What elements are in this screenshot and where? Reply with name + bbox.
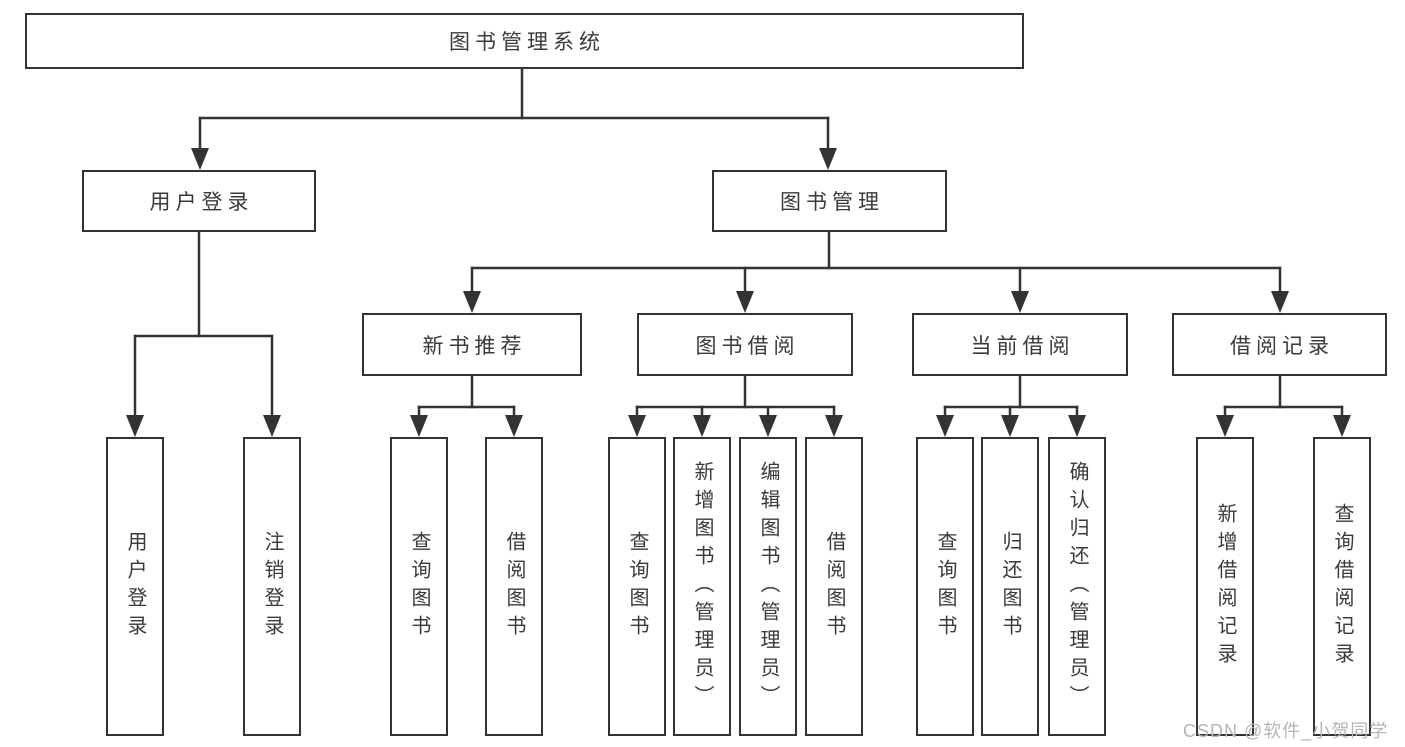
arrowhead-down-icon — [628, 415, 646, 437]
connector-user-login-children — [126, 230, 281, 437]
leaf-return-books: 归还图书 — [981, 437, 1039, 736]
arrowhead-down-icon — [819, 148, 837, 170]
leaf-confirm-return-admin: 确认归还（管理员） — [1048, 437, 1106, 736]
arrowhead-down-icon — [759, 415, 777, 437]
leaf-borrow-books-borrowing: 借阅图书 — [805, 437, 863, 736]
arrowhead-down-icon — [825, 415, 843, 437]
arrowhead-down-icon — [1333, 415, 1351, 437]
leaf-user-login: 用户登录 — [106, 437, 164, 736]
node-user-login: 用户登录 — [82, 170, 316, 232]
arrowhead-down-icon — [1271, 291, 1289, 313]
connector-borrowing-records-children — [1216, 374, 1351, 437]
leaf-query-borrowing-record: 查询借阅记录 — [1313, 437, 1371, 736]
leaf-logout-login: 注销登录 — [243, 437, 301, 736]
arrowhead-down-icon — [505, 415, 523, 437]
leaf-add-borrowing-record: 新增借阅记录 — [1196, 437, 1254, 736]
csdn-watermark: CSDN @软件_小贺同学 — [1183, 721, 1389, 741]
arrowhead-down-icon — [263, 415, 281, 437]
leaf-edit-books-admin: 编辑图书（管理员） — [739, 437, 797, 736]
connector-book-borrowing-children — [628, 374, 843, 437]
arrowhead-down-icon — [1068, 415, 1086, 437]
node-borrowing-records: 借阅记录 — [1172, 313, 1387, 376]
leaf-query-books-current: 查询图书 — [916, 437, 974, 736]
connector-root-to-level2 — [191, 67, 837, 170]
connector-current-borrowing-children — [936, 374, 1086, 437]
leaf-add-books-admin: 新增图书（管理员） — [673, 437, 731, 736]
arrowhead-down-icon — [1011, 291, 1029, 313]
arrowhead-down-icon — [1216, 415, 1234, 437]
arrowhead-down-icon — [1001, 415, 1019, 437]
arrowhead-down-icon — [736, 291, 754, 313]
arrowhead-down-icon — [936, 415, 954, 437]
arrowhead-down-icon — [126, 415, 144, 437]
leaf-borrow-books-recommendation: 借阅图书 — [485, 437, 543, 736]
node-book-borrowing: 图书借阅 — [637, 313, 853, 376]
leaf-query-books-recommendation: 查询图书 — [390, 437, 448, 736]
connector-book-management-children — [463, 230, 1289, 313]
node-book-management: 图书管理 — [712, 170, 947, 232]
leaf-query-books-borrowing: 查询图书 — [608, 437, 666, 736]
node-new-book-recommendation: 新书推荐 — [362, 313, 582, 376]
arrowhead-down-icon — [693, 415, 711, 437]
node-library-management-system: 图书管理系统 — [25, 13, 1024, 69]
arrowhead-down-icon — [191, 148, 209, 170]
arrowhead-down-icon — [463, 291, 481, 313]
node-current-borrowing: 当前借阅 — [912, 313, 1128, 376]
connector-new-book-recommendation-children — [410, 374, 523, 437]
arrowhead-down-icon — [410, 415, 428, 437]
